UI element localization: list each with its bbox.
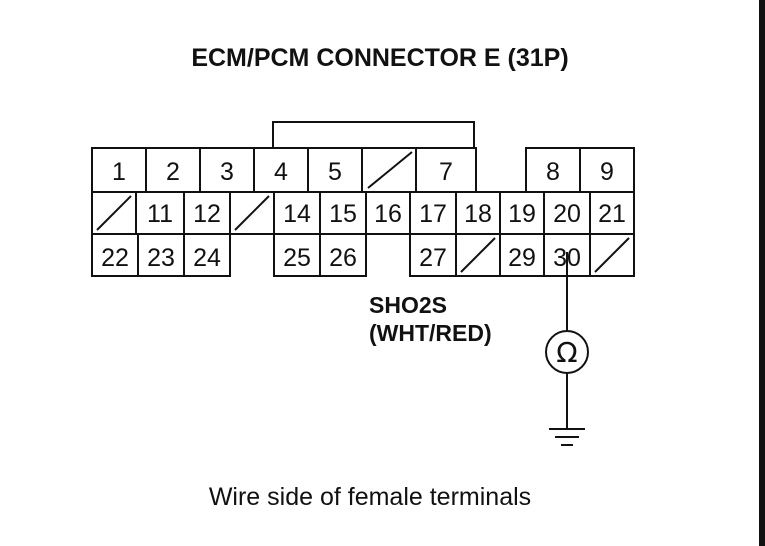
terminal-label: 7 [439, 158, 453, 186]
connector-row-2: 11 12 14 15 16 17 18 19 20 21 [91, 191, 635, 235]
terminal-label: 11 [147, 200, 173, 228]
terminal-label: 8 [546, 158, 560, 186]
unused-terminal-slash [234, 195, 270, 231]
terminal-label: 16 [374, 200, 402, 228]
terminal-cell [319, 233, 367, 277]
diagram-caption: Wire side of female terminals [209, 483, 531, 511]
terminal-label: 4 [274, 158, 288, 186]
page-edge-border [759, 0, 765, 546]
connector-row-3: 22 23 24 25 26 27 29 30 [91, 233, 635, 277]
terminal-label: 25 [283, 244, 311, 272]
terminal-label: 15 [329, 200, 357, 228]
unused-terminal-slash [594, 237, 630, 273]
terminal-label: 27 [419, 244, 447, 272]
unused-terminal-slash [96, 195, 132, 231]
diagram-title: ECM/PCM CONNECTOR E (31P) [191, 44, 568, 72]
terminal-label: 2 [166, 158, 180, 186]
connector-lock-tab [272, 121, 475, 148]
terminal-label: 14 [283, 200, 311, 228]
probe-label-line1: SHO2S [369, 292, 447, 318]
terminal-label: 29 [508, 244, 536, 272]
ground-symbol-icon [549, 428, 585, 446]
terminal-label: 26 [329, 244, 357, 272]
terminal-label: 9 [600, 158, 614, 186]
terminal-label: 12 [193, 200, 221, 228]
ohmmeter-icon: Ω [556, 336, 577, 369]
terminal-label: 3 [220, 158, 234, 186]
terminal-label: 21 [598, 200, 626, 228]
terminal-label: 17 [419, 200, 447, 228]
connector-row-1: 1 2 3 4 5 7 8 9 [91, 147, 635, 193]
unused-terminal-slash [460, 237, 496, 273]
terminal-label: 20 [553, 200, 581, 228]
terminal-cell-unused [589, 233, 635, 277]
terminal-label: 1 [112, 158, 126, 186]
terminal-label: 5 [328, 158, 342, 186]
terminal-cell [183, 233, 231, 277]
terminal-label: 23 [147, 244, 175, 272]
unused-terminal-slash [367, 151, 413, 189]
terminal-label: 24 [193, 244, 221, 272]
terminal-label: 19 [508, 200, 536, 228]
terminal-label: 22 [101, 244, 129, 272]
terminal-label: 18 [464, 200, 492, 228]
probe-label-line2: (WHT/RED) [369, 320, 492, 346]
